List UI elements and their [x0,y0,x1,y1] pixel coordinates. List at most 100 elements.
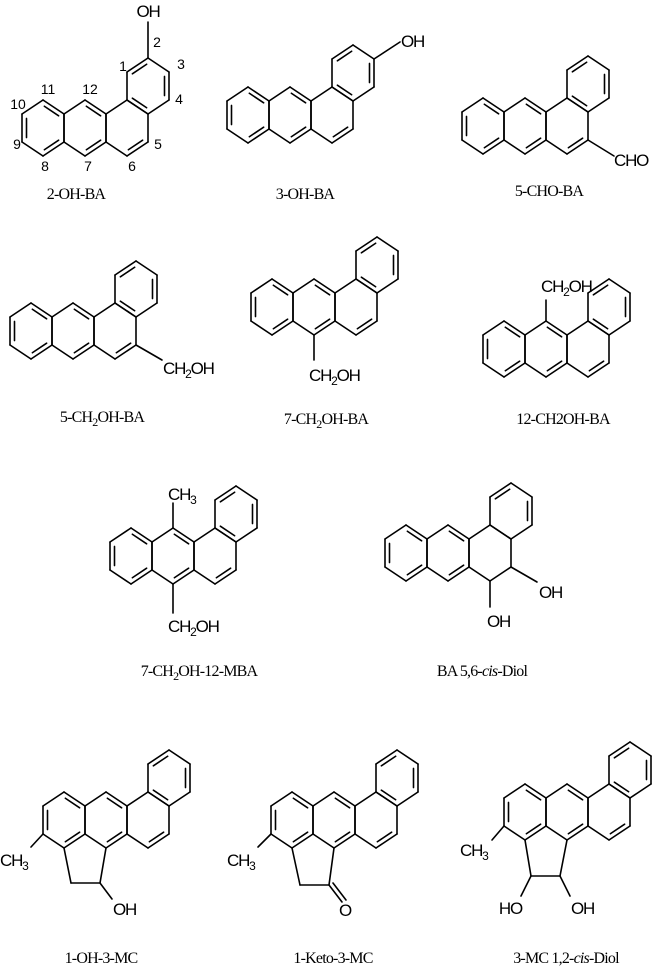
bond [63,791,86,807]
locant-number: 6 [128,158,136,174]
bond [126,833,149,849]
text-segment: OH [571,899,594,918]
bond [328,847,335,886]
bond [30,344,53,360]
compound-label: 5-CH2OH-BA [60,409,145,429]
double-bond [43,105,60,117]
bond [84,141,107,157]
bond [214,569,237,585]
bond [587,825,610,841]
double-bond [152,755,169,767]
bond [93,344,116,360]
bond [333,791,356,807]
bond [151,569,174,585]
bond [135,344,163,361]
bond [334,278,357,294]
bond [545,139,568,155]
bond [376,236,399,252]
double-bond [73,342,90,354]
text-segment: CHO [614,151,649,170]
bond [608,783,631,799]
double-bond [406,530,423,542]
bond [126,791,149,807]
bond [235,485,258,501]
bond [566,320,589,336]
bond [545,783,568,799]
double-bond [525,103,542,115]
double-bond [219,491,236,503]
text-segment: -Diol [497,663,528,680]
bond [566,97,589,113]
double-bond [336,84,353,96]
bond [468,524,491,540]
double-bond [360,276,377,288]
bond [520,875,532,897]
bond [587,55,610,71]
bond [503,139,526,155]
bond [271,320,294,336]
compound-label: 3-MC 1,2-cis-Diol [513,950,620,967]
bond [312,791,335,807]
bond [172,527,195,543]
double-bond [376,831,393,843]
hydroxyl-group: OH [113,900,136,919]
bond [566,783,589,799]
bond [566,55,589,71]
bond [93,302,116,318]
bond [310,86,333,102]
bond [566,825,589,841]
carbonyl-bond [332,882,347,901]
text-segment: 3-MC 1,2- [513,950,574,967]
bond [247,128,270,144]
bond [289,86,312,102]
bond [291,791,314,807]
bond [172,569,195,585]
bond [292,278,315,294]
text-segment: OH-BA [321,411,369,428]
text-segment: -Diol [589,950,620,967]
text-segment: 3 [482,849,489,863]
bond [482,362,505,378]
double-bond [148,831,165,843]
double-bond [332,126,349,138]
double-bond [613,747,630,759]
double-bond [106,831,123,843]
text-segment: OH [487,612,510,631]
bond [84,99,107,115]
bond [524,362,547,378]
bond [271,278,294,294]
bond [375,833,398,849]
methyl-group: CH3 [227,851,256,873]
double-bond [494,488,511,500]
double-bond [173,533,190,545]
double-bond [504,360,521,372]
double-bond [292,831,309,843]
double-bond [525,137,542,149]
bond [375,749,398,765]
double-bond [406,564,423,576]
hydroxymethyl-group: CH2OH [309,366,360,388]
bond [331,44,354,60]
double-bond [525,789,542,801]
text-segment: 2 [173,669,179,683]
double-bond [248,126,265,138]
text-segment: CH [168,485,190,504]
double-bond [334,797,351,809]
compound-label: 7-CH2OH-BA [284,411,369,431]
bond [250,278,273,294]
bond [524,783,547,799]
compound-label: 3-OH-BA [276,186,336,203]
double-bond [483,137,500,149]
methyl-group: CH3 [460,841,489,863]
text-segment: cis [574,950,590,967]
text-segment: 7-CH [141,663,175,680]
hydroxyl-group: OH [401,32,424,51]
text-segment: 3 [249,859,256,873]
bond [147,749,170,765]
text-segment: 2 [92,415,98,429]
